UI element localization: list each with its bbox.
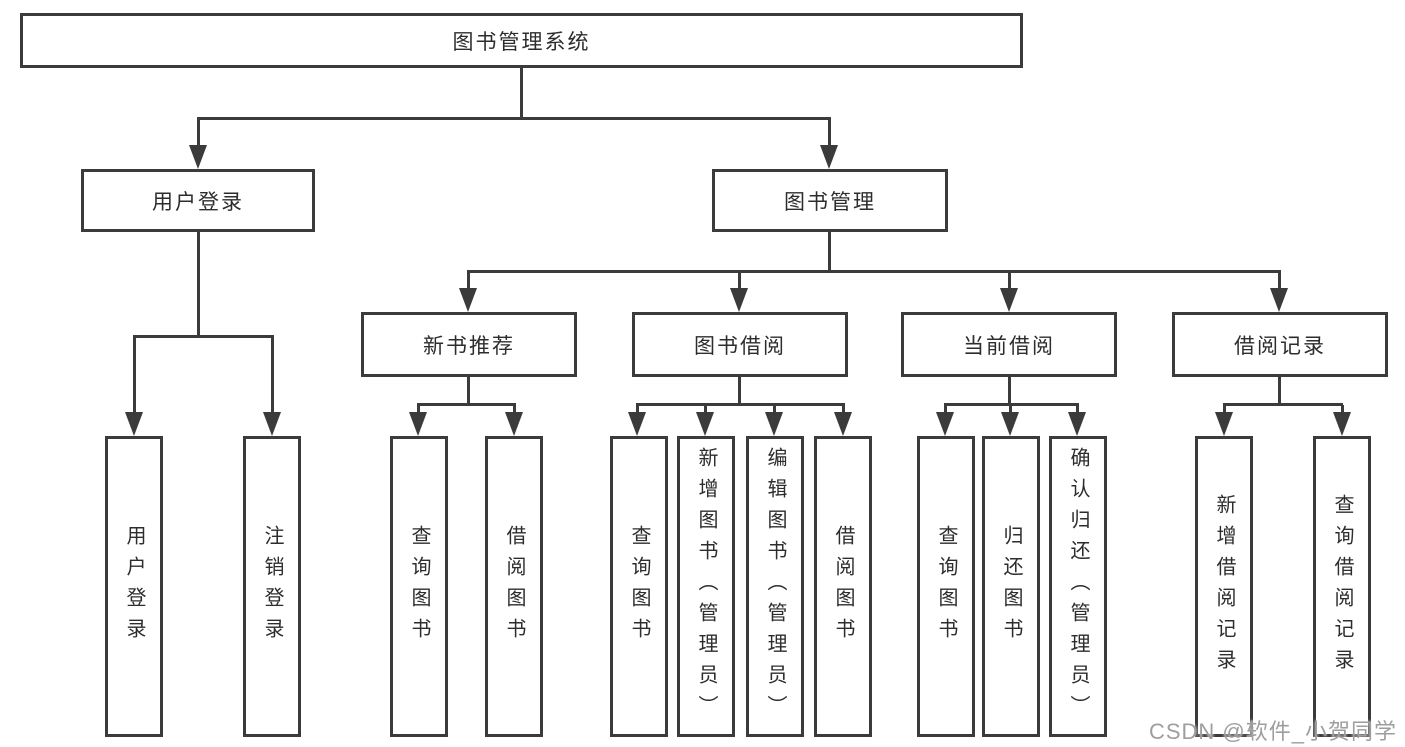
connector-line <box>1278 377 1281 406</box>
connector-line <box>828 119 831 147</box>
leaf-borrowing-query-book: 查询图书 <box>610 436 668 737</box>
connector-line <box>1008 272 1011 290</box>
arrow-down-icon <box>409 412 427 436</box>
node-label: 当前借阅 <box>963 334 1055 358</box>
arrow-down-icon <box>730 288 748 312</box>
connector-line <box>944 405 947 415</box>
connector-line <box>467 377 470 406</box>
leaf-current-query-book: 查询图书 <box>917 436 975 737</box>
connector-line <box>1008 377 1011 406</box>
node-label: 借阅记录 <box>1234 334 1326 358</box>
arrow-down-icon <box>1000 288 1018 312</box>
arrow-down-icon <box>1333 412 1351 436</box>
connector-line <box>1223 403 1343 406</box>
connector-line <box>1341 405 1344 415</box>
leaf-label: 新增借阅记录 <box>1213 493 1235 680</box>
leaf-records-add-borrow-record: 新增借阅记录 <box>1195 436 1253 737</box>
leaf-newbook-query-book: 查询图书 <box>390 436 448 737</box>
arrow-down-icon <box>125 412 143 436</box>
node-label: 图书管理 <box>784 190 876 214</box>
connector-line <box>197 232 200 338</box>
leaf-label: 查询借阅记录 <box>1331 493 1353 680</box>
node-label: 图书管理系统 <box>452 30 591 54</box>
connector-line <box>197 119 200 147</box>
arrow-down-icon <box>936 412 954 436</box>
connector-line <box>520 68 523 120</box>
leaf-label: 用户登录 <box>123 524 145 649</box>
leaf-user-login: 用户登录 <box>105 436 163 737</box>
arrow-down-icon <box>459 288 477 312</box>
connector-line <box>773 405 776 415</box>
arrow-down-icon <box>263 412 281 436</box>
connector-line <box>738 272 741 290</box>
arrow-down-icon <box>1068 412 1086 436</box>
connector-line <box>133 335 274 338</box>
node-borrowing-records: 借阅记录 <box>1172 312 1388 377</box>
connector-line <box>467 272 470 290</box>
arrow-down-icon <box>189 145 207 169</box>
connector-line <box>828 232 831 273</box>
node-library-system: 图书管理系统 <box>20 13 1023 68</box>
connector-line <box>1223 405 1226 415</box>
leaf-records-query-borrow-record: 查询借阅记录 <box>1313 436 1371 737</box>
arrow-down-icon <box>834 412 852 436</box>
leaf-label: 查询图书 <box>408 524 430 649</box>
leaf-label: 归还图书 <box>1000 524 1022 649</box>
connector-line <box>1278 272 1281 290</box>
leaf-label: 查询图书 <box>628 524 650 649</box>
node-label: 图书借阅 <box>694 334 786 358</box>
leaf-borrowing-add-book-admin: 新增图书（管理员） <box>677 436 735 737</box>
connector-line <box>842 405 845 415</box>
node-label: 用户登录 <box>152 190 244 214</box>
node-current-borrowing: 当前借阅 <box>901 312 1117 377</box>
leaf-current-confirm-return-admin: 确认归还（管理员） <box>1049 436 1107 737</box>
leaf-label: 借阅图书 <box>832 524 854 649</box>
leaf-borrowing-edit-book-admin: 编辑图书（管理员） <box>746 436 804 737</box>
arrow-down-icon <box>505 412 523 436</box>
connector-line <box>704 405 707 415</box>
connector-line <box>1076 405 1079 415</box>
leaf-label: 确认归还（管理员） <box>1067 447 1089 726</box>
arrow-down-icon <box>696 412 714 436</box>
leaf-borrowing-borrow-book: 借阅图书 <box>814 436 872 737</box>
connector-line <box>133 337 136 415</box>
leaf-logout: 注销登录 <box>243 436 301 737</box>
connector-line <box>467 270 1281 273</box>
arrow-down-icon <box>820 145 838 169</box>
csdn-watermark: CSDN @软件_小贺同学 <box>1148 719 1397 744</box>
connector-line <box>944 403 1079 406</box>
leaf-label: 新增图书（管理员） <box>695 447 717 726</box>
connector-line <box>271 337 274 415</box>
connector-line <box>636 403 845 406</box>
leaf-current-return-book: 归还图书 <box>982 436 1040 737</box>
node-label: 新书推荐 <box>423 334 515 358</box>
arrow-down-icon <box>765 412 783 436</box>
node-book-management: 图书管理 <box>712 169 948 232</box>
arrow-down-icon <box>1215 412 1233 436</box>
node-book-borrowing: 图书借阅 <box>632 312 848 377</box>
connector-line <box>417 403 516 406</box>
leaf-label: 编辑图书（管理员） <box>764 447 786 726</box>
connector-line <box>636 405 639 415</box>
arrow-down-icon <box>628 412 646 436</box>
connector-line <box>513 405 516 415</box>
connector-line <box>738 377 741 406</box>
arrow-down-icon <box>1001 412 1019 436</box>
connector-line <box>417 405 420 415</box>
arrow-down-icon <box>1270 288 1288 312</box>
connector-line <box>1009 405 1012 415</box>
leaf-label: 查询图书 <box>935 524 957 649</box>
node-new-book-recommend: 新书推荐 <box>361 312 577 377</box>
leaf-label: 借阅图书 <box>503 524 525 649</box>
connector-line <box>197 117 831 120</box>
leaf-newbook-borrow-book: 借阅图书 <box>485 436 543 737</box>
leaf-label: 注销登录 <box>261 524 283 649</box>
node-user-login: 用户登录 <box>81 169 315 232</box>
